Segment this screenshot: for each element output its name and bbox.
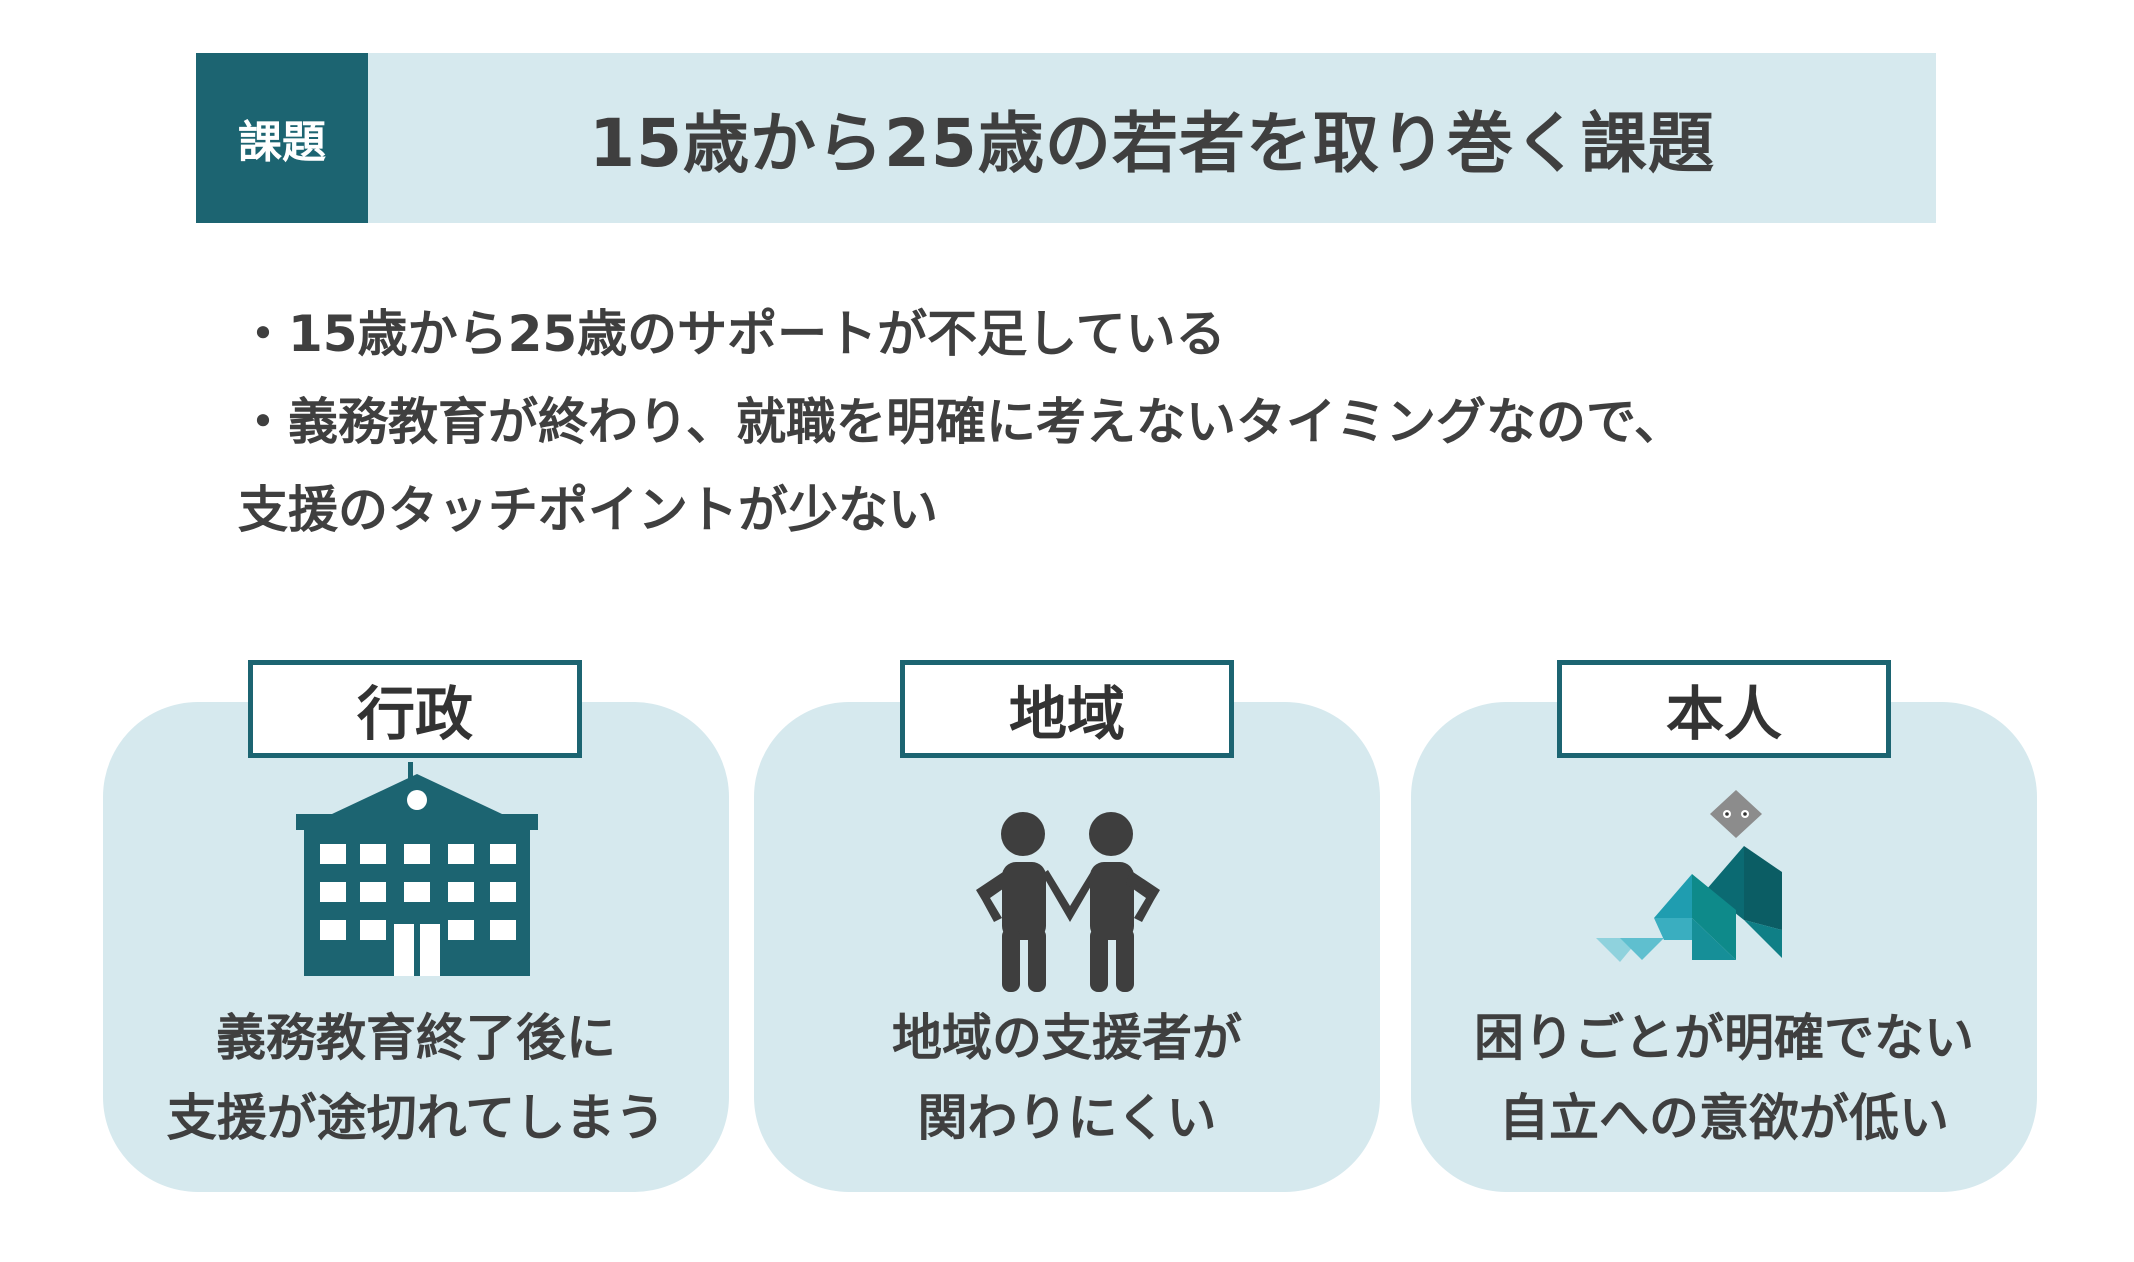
card-text-self: 困りごとが明確でない 自立への意欲が低い: [1411, 998, 2037, 1158]
card-text-line: 関わりにくい: [917, 1089, 1217, 1147]
header-banner: 課題 15歳から25歳の若者を取り巻く課題: [196, 53, 1936, 223]
card-text-community: 地域の支援者が 関わりにくい: [754, 998, 1380, 1158]
card-text-government: 義務教育終了後に 支援が途切れてしまう: [103, 998, 729, 1158]
header-tag: 課題: [196, 53, 368, 223]
card-text-line: 義務教育終了後に: [216, 1009, 616, 1067]
issue-line-1: ・15歳から25歳のサポートが不足している: [238, 305, 1226, 363]
government-building-icon: [296, 762, 538, 976]
card-label-government: 行政: [248, 660, 582, 758]
page-title: 15歳から25歳の若者を取り巻く課題: [589, 105, 1715, 182]
card-text-line: 困りごとが明確でない: [1474, 1009, 1974, 1067]
two-people-holding-hands-icon: [976, 812, 1160, 992]
card-text-line: 地域の支援者が: [892, 1009, 1242, 1067]
issue-line-2: ・義務教育が終わり、就職を明確に考えないタイミングなので、: [238, 393, 1684, 451]
card-label-community: 地域: [900, 660, 1234, 758]
origami-person-icon: [1596, 790, 1782, 962]
card-community: [754, 702, 1380, 1192]
card-label-self: 本人: [1557, 660, 1891, 758]
card-text-line: 自立への意欲が低い: [1499, 1089, 1949, 1147]
card-text-line: 支援が途切れてしまう: [166, 1089, 666, 1147]
issue-line-3: 支援のタッチポイントが少ない: [238, 481, 938, 539]
issue-list: ・15歳から25歳のサポートが不足している ・義務教育が終わり、就職を明確に考え…: [238, 290, 1958, 554]
